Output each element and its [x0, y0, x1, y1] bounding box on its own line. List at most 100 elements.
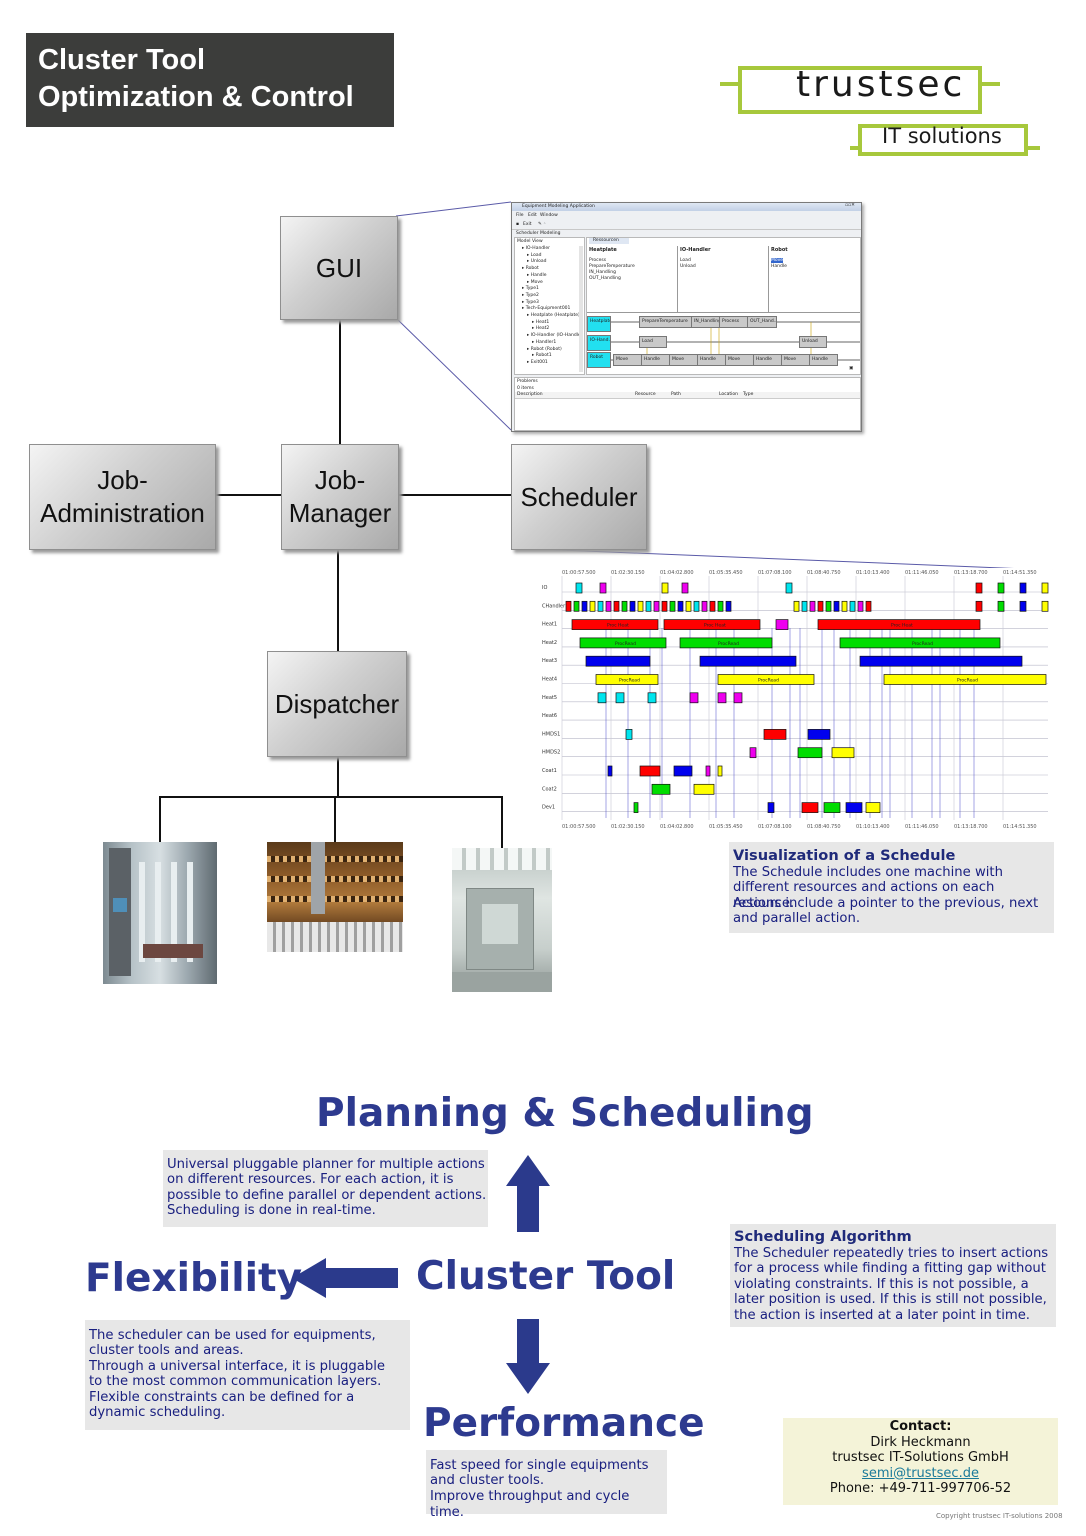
scheduler-node[interactable]: Scheduler — [511, 444, 647, 550]
tree-item[interactable]: ▸ Tech-Equipment001 — [522, 306, 571, 312]
lane-action-box[interactable]: Move — [669, 354, 698, 366]
gantt-bar — [883, 674, 1047, 685]
tree-item[interactable]: ▸ Type2 — [522, 292, 539, 298]
menu-file[interactable]: File — [516, 213, 524, 218]
tree-item[interactable]: ▸ Load — [527, 252, 542, 258]
gui-node[interactable]: GUI — [280, 216, 398, 320]
lane-label[interactable]: IO-Hand... — [587, 335, 611, 351]
job-admin-label-1: Job- — [97, 465, 148, 495]
window-controls-icon[interactable]: ▫▫✕ — [845, 203, 855, 208]
col-type[interactable]: Type — [743, 392, 754, 397]
gui-screenshot: Equipment Modeling Application ▫▫✕ File … — [511, 202, 862, 432]
gantt-bar-label: Proc Heat — [607, 623, 629, 629]
action-in-handling[interactable]: IN_Handling — [589, 270, 617, 275]
problems-panel: Problems 0 items Description Resource Pa… — [514, 377, 861, 431]
col-location[interactable]: Location — [719, 392, 739, 397]
gantt-bar — [833, 600, 840, 612]
gantt-bar — [701, 600, 708, 612]
tree-item[interactable]: ▸ Heat2 — [532, 326, 550, 332]
gantt-bar — [717, 674, 815, 685]
job-manager-label-1: Job- — [314, 465, 366, 495]
gantt-bar — [625, 729, 633, 740]
contact-company: trustsec IT-Solutions GmbH — [832, 1450, 1009, 1465]
algorithm-line-4: later position is used. If this is still… — [734, 1292, 1047, 1307]
gantt-bg — [540, 568, 1052, 830]
tree-item[interactable]: ▸ Robot — [522, 266, 539, 272]
visualization-line-1: The Schedule includes one machine with — [733, 865, 1003, 880]
tree-item[interactable]: ▸ IO-Handler — [522, 246, 551, 251]
arrow-left-icon — [292, 1258, 398, 1298]
tab-ressourcen[interactable]: Ressourcen — [589, 238, 629, 244]
gantt-bar — [717, 600, 724, 612]
tree-item[interactable]: ▸ IO-Handler (IO-Handle — [527, 333, 581, 339]
machine-photo-2 — [267, 842, 403, 952]
action-handle[interactable]: Handle — [771, 264, 787, 269]
gantt-bar — [595, 674, 659, 685]
visualization-callout: Visualization of a Schedule The Schedule… — [729, 842, 1054, 933]
action-unload[interactable]: Unload — [680, 264, 696, 269]
connector-to-machine-3 — [501, 796, 503, 848]
problems-tab[interactable]: Problems — [517, 379, 538, 384]
menu-edit[interactable]: Edit — [528, 213, 537, 218]
lane-label[interactable]: Robot — [587, 352, 611, 368]
gantt-time-label-top: 01:04:02.800 — [660, 570, 694, 576]
lane-label[interactable]: Heatplate — [587, 316, 611, 332]
tree-item[interactable]: ▸ Type3 — [522, 299, 539, 305]
gantt-bar — [663, 619, 761, 630]
menu-window[interactable]: Window — [540, 213, 558, 218]
action-move[interactable]: Move — [771, 258, 784, 263]
gantt-bar-label: ProcRead — [619, 678, 640, 684]
action-process[interactable]: Process — [589, 258, 607, 263]
lane-action-box[interactable]: Load — [639, 336, 667, 348]
tree-scrollbar[interactable] — [579, 246, 583, 372]
gantt-bar-label: ProcRead — [912, 641, 933, 647]
contact-email-link[interactable]: semi@trustsec.de — [862, 1465, 979, 1481]
lane-action-box[interactable]: PrepareTemperature — [639, 316, 693, 328]
exit-icon[interactable]: ▪ — [516, 222, 520, 227]
title-line-2: Optimization & Control — [38, 81, 354, 113]
gantt-bar — [859, 655, 1023, 667]
gantt-bar — [797, 747, 823, 759]
tree-item[interactable]: ▸ Robot (Robot) — [527, 346, 562, 352]
flexibility-heading: Flexibility — [85, 1256, 303, 1301]
save-icon[interactable]: ▣ — [849, 366, 854, 371]
col-description[interactable]: Description — [517, 392, 543, 397]
lane-action-box[interactable]: Unload — [799, 336, 827, 348]
toolbar-exit[interactable]: Exit — [523, 222, 532, 227]
action-prepare-temperature[interactable]: PrepareTemperature — [589, 264, 635, 269]
tree-item[interactable]: ▸ Exit001 — [527, 359, 548, 365]
gantt-bar — [717, 692, 727, 704]
gantt-time-label-bottom: 01:02:30.150 — [611, 824, 645, 830]
col-path[interactable]: Path — [671, 392, 681, 397]
gantt-bar — [839, 637, 1001, 649]
tree-item[interactable]: ▸ Heat1 — [532, 319, 550, 325]
dispatcher-node[interactable]: Dispatcher — [267, 651, 407, 757]
lane-action-box[interactable]: Move — [781, 354, 810, 366]
tree-item[interactable]: ▸ Handler1 — [532, 339, 557, 345]
model-view-title: Model View — [517, 239, 543, 244]
lane-action-box[interactable]: Handle — [809, 354, 838, 366]
action-load[interactable]: Load — [680, 258, 691, 263]
toolbar-tool-icon[interactable]: ✎ ◦ — [538, 222, 546, 227]
tree-item[interactable]: ▸ Unload — [527, 259, 547, 265]
tree-item[interactable]: ▸ Robot1 — [532, 353, 552, 359]
tree-item[interactable]: ▸ Handle — [527, 272, 547, 278]
action-out-handling[interactable]: OUT_Handling — [589, 276, 621, 281]
job-manager-node[interactable]: Job- Manager — [281, 444, 399, 550]
lane-action-box[interactable]: OUT_Hand... — [747, 316, 777, 328]
col-resource[interactable]: Resource — [635, 392, 656, 397]
gantt-bar — [589, 600, 596, 612]
tree-item[interactable]: ▸ Type1 — [522, 286, 539, 292]
job-administration-node[interactable]: Job- Administration — [29, 444, 216, 550]
gantt-bar — [661, 582, 669, 594]
connector-to-machine-2 — [334, 796, 336, 842]
logo-frame-icon — [720, 66, 1040, 156]
column-heatplate: Heatplate Process PrepareTemperature IN_… — [587, 246, 678, 312]
gantt-time-label-bottom: 01:14:51.350 — [1003, 824, 1037, 830]
tree-item[interactable]: ▸ Move — [527, 279, 543, 285]
tree-item[interactable]: ▸ Heatplate (Heatplate) — [527, 313, 580, 318]
gantt-bar — [639, 765, 661, 777]
gantt-bar-label: ProcRead — [615, 641, 636, 647]
gantt-bar-label: ProcRead — [758, 678, 779, 684]
